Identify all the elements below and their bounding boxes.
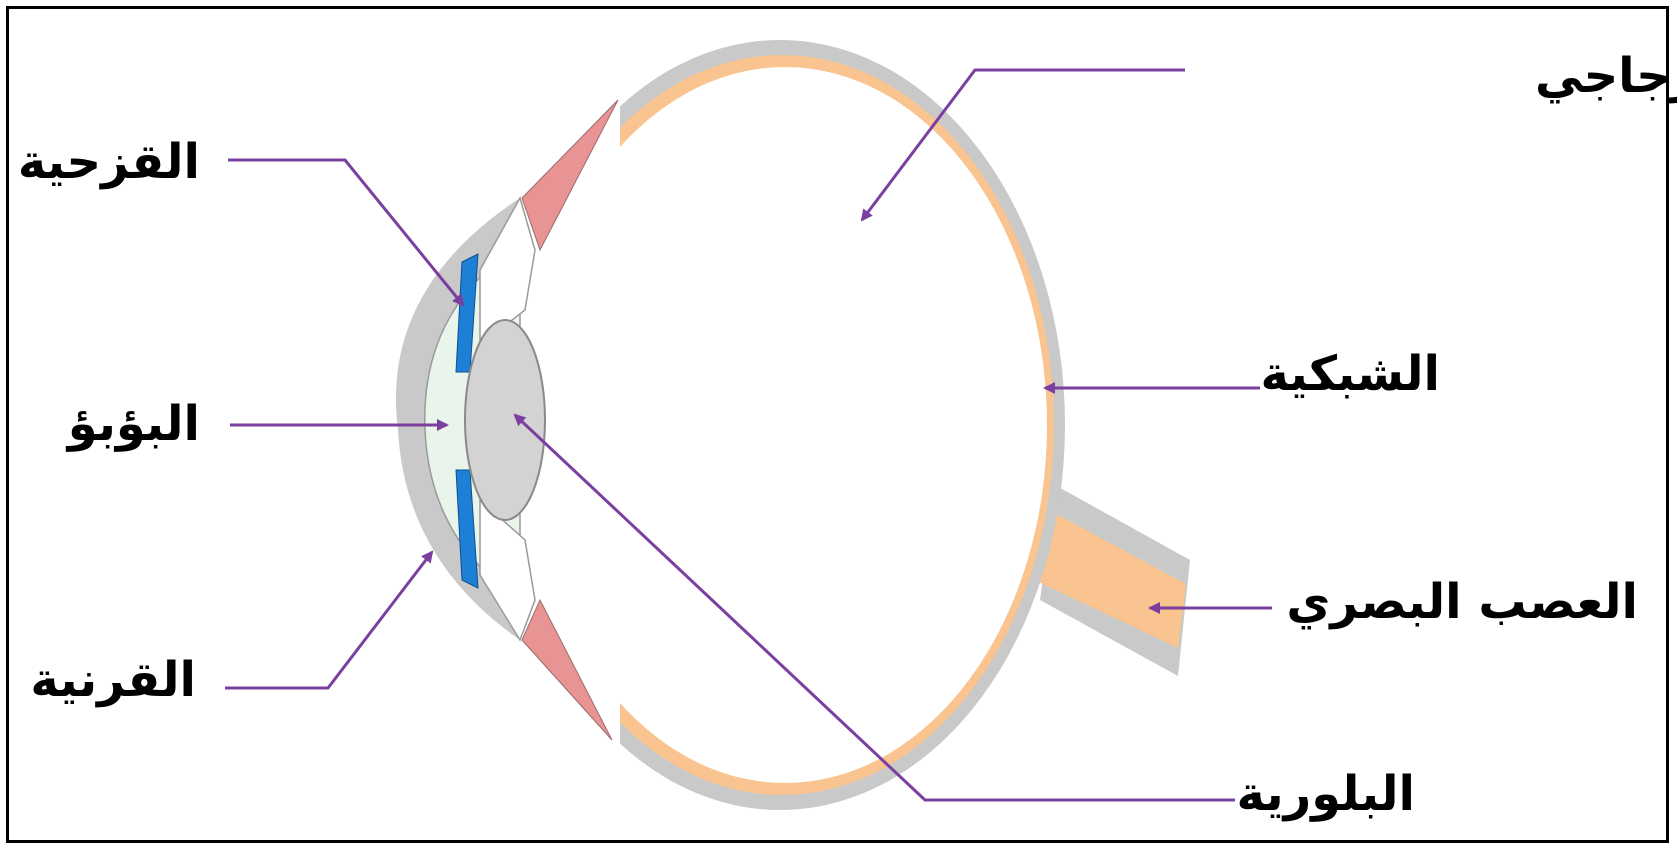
ciliary-muscle-upper [521, 99, 619, 252]
ciliary-muscle-lower [521, 598, 613, 741]
optic-nerve [1030, 508, 1186, 648]
label-retina: الشبكية [1260, 346, 1440, 402]
label-cornea: القرنية [30, 652, 196, 708]
leader-cornea [225, 550, 434, 690]
lens [464, 319, 546, 521]
leader-lens [513, 413, 1235, 802]
vitreous-body [523, 67, 1047, 783]
ciliary-zone-lower [479, 498, 536, 642]
label-optic-nerve: العصب البصري [1286, 574, 1638, 630]
label-lens: البلورية [1236, 766, 1415, 822]
iris-lower [455, 469, 479, 589]
label-pupil: البؤبؤ [66, 396, 200, 452]
label-vitreous-body: الجسم الزجاجي [1535, 48, 1677, 104]
cornea [395, 198, 520, 640]
leader-iris [228, 158, 465, 307]
leader-vitreous-body [860, 68, 1185, 222]
label-iris: القزحية [18, 134, 200, 190]
